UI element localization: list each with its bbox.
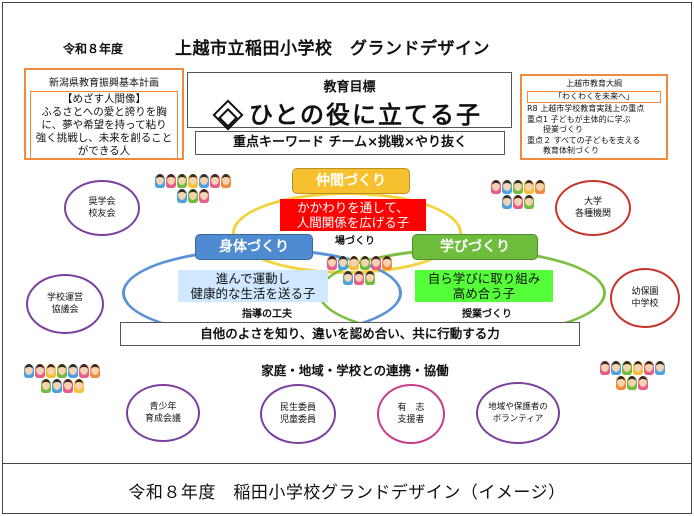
manabi-method: 授業づくり bbox=[462, 309, 512, 320]
children-illustration bbox=[326, 248, 392, 292]
ideal-person-line: 【めざす人間像】 bbox=[62, 93, 146, 105]
education-goal-box: 教育目標 ひとの役に立てる子 bbox=[187, 72, 512, 131]
prefecture-plan-box: 新潟県教育振興基本計画 【めざす人間像】 ふるさとへの愛と誇りを胸 に、夢や希望… bbox=[24, 68, 184, 160]
year-label: 令和８年度 bbox=[63, 42, 124, 56]
shintai-goal-line: 進んで運動し bbox=[215, 271, 291, 286]
shintai-method: 指導の工夫 bbox=[242, 309, 292, 320]
partner-line: 校友会 bbox=[88, 209, 116, 219]
nakama-goal-line: 人間関係を広げる子 bbox=[296, 215, 410, 230]
caption-divider bbox=[2, 463, 692, 464]
city-plan-box: 上越市教育大綱 「わくわくを未来へ」 R8 上越市学校教育実践上の重点 重点1 … bbox=[520, 74, 668, 160]
partner-line: 青少年 bbox=[149, 402, 177, 412]
nakama-method: 場づくり bbox=[335, 236, 375, 247]
partner-scholarship-alumni: 奨学会校友会 bbox=[64, 180, 140, 236]
city-plan-line: R8 上越市学校教育実践上の重点 bbox=[527, 104, 645, 113]
partner-line: ボランティア bbox=[492, 414, 544, 424]
school-emblem-icon bbox=[212, 99, 244, 131]
children-illustration bbox=[22, 354, 102, 402]
core-competency-bar: 自他のよさを知り、違いを認め合い、共に行動する力 bbox=[120, 322, 580, 346]
partner-universities: 大学各種機関 bbox=[555, 180, 631, 236]
partner-line: 各種機関 bbox=[574, 209, 611, 219]
manabi-goal: 自ら学びに取り組み 高め合う子 bbox=[415, 270, 553, 302]
partner-kindergarten-junior-high: 幼保園中学校 bbox=[610, 268, 680, 328]
manabi-goal-line: 自ら学びに取り組み bbox=[427, 271, 541, 286]
partner-youth-council: 青少年育成会議 bbox=[126, 384, 200, 442]
partner-line: 育成会議 bbox=[144, 414, 181, 424]
children-illustration bbox=[490, 170, 546, 218]
ideal-person-box: 【めざす人間像】 ふるさとへの愛と誇りを胸 に、夢や希望を持って粘り 強く挑戦し… bbox=[30, 91, 178, 160]
manabi-label: 学びづくり bbox=[412, 234, 538, 260]
ideal-person-line: ができる人 bbox=[77, 145, 131, 157]
shintai-label: 身体づくり bbox=[195, 234, 313, 260]
ideal-person-line: 強く挑戦し、未来を創ること bbox=[35, 132, 173, 144]
partner-line: 中学校 bbox=[631, 299, 659, 309]
ideal-person-line: ふるさとへの愛と誇りを胸 bbox=[41, 106, 167, 118]
partnership-title: 家庭・地域・学校との連携・協働 bbox=[261, 363, 449, 378]
education-goal-label: 教育目標 bbox=[323, 80, 376, 95]
partner-line: 大学 bbox=[583, 197, 602, 207]
partner-line: 民生委員 bbox=[279, 403, 316, 413]
nakama-label: 仲間づくり bbox=[292, 168, 410, 194]
prefecture-plan-title: 新潟県教育振興基本計画 bbox=[49, 78, 159, 89]
city-plan-line: 重点２ すべての子どもを支える bbox=[527, 135, 641, 145]
city-plan-line: 教育体制づくり bbox=[527, 146, 599, 155]
school-title: 上越市立稲田小学校 グランドデザイン bbox=[175, 39, 490, 59]
partner-line: 幼保園 bbox=[631, 287, 659, 297]
figure-caption: 令和８年度 稲田小学校グランドデザイン（イメージ） bbox=[128, 483, 566, 503]
shintai-goal-line: 健康的な生活を送る子 bbox=[190, 286, 316, 301]
city-plan-title: 上越市教育大綱 bbox=[566, 79, 622, 88]
partner-line: 有 志 bbox=[397, 403, 425, 413]
manabi-goal-line: 高め合う子 bbox=[452, 286, 516, 301]
education-goal: ひとの役に立てる子 bbox=[188, 95, 511, 131]
partner-line: 奨学会 bbox=[88, 197, 116, 207]
ideal-person-line: に、夢や希望を持って粘り bbox=[41, 119, 167, 131]
partner-school-council: 学校運営協議会 bbox=[26, 274, 104, 334]
children-illustration bbox=[155, 168, 231, 208]
city-plan-motto: 「わくわくを未来へ」 bbox=[527, 90, 661, 103]
priority-keywords: 重点キーワード チーム×挑戦×やり抜く bbox=[195, 131, 505, 155]
nakama-goal-line: かかわりを通して、 bbox=[297, 200, 409, 215]
partner-line: 学校運営 bbox=[46, 293, 83, 303]
partner-community-volunteers: 地域や保護者のボランティア bbox=[476, 382, 560, 444]
city-plan-line: 重点1 子どもが主体的に学ぶ bbox=[527, 114, 631, 124]
partner-welfare-commissioners: 民生委員児童委員 bbox=[260, 384, 336, 444]
city-plan-line: 授業づくり bbox=[527, 125, 583, 134]
partner-line: 児童委員 bbox=[279, 415, 316, 425]
partner-line: 協議会 bbox=[51, 305, 79, 315]
shintai-goal: 進んで運動し 健康的な生活を送る子 bbox=[178, 270, 328, 302]
partner-line: 支援者 bbox=[397, 415, 425, 425]
nakama-goal: かかわりを通して、 人間関係を広げる子 bbox=[280, 199, 426, 231]
children-illustration bbox=[598, 352, 666, 398]
partner-line: 地域や保護者の bbox=[488, 402, 548, 412]
education-goal-text: ひとの役に立てる子 bbox=[248, 101, 483, 129]
partner-volunteer-supporters: 有 志支援者 bbox=[377, 384, 445, 444]
